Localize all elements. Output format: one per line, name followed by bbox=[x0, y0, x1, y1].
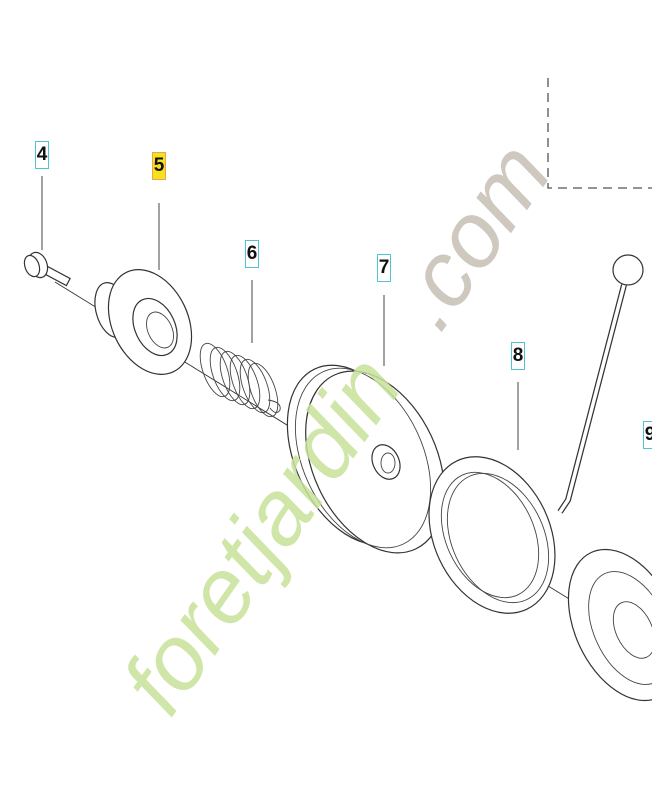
starter-rope[interactable] bbox=[557, 254, 644, 514]
callout-5[interactable]: 5 bbox=[152, 152, 166, 180]
callout-9[interactable]: 9 bbox=[643, 421, 652, 449]
part-7-pulley[interactable] bbox=[260, 344, 471, 576]
part-9-housing[interactable] bbox=[546, 531, 652, 718]
callout-8[interactable]: 8 bbox=[511, 342, 525, 370]
part-8-rewind-spring[interactable] bbox=[405, 436, 579, 634]
callout-7[interactable]: 7 bbox=[377, 254, 391, 282]
watermark-logo: foretjardin .com bbox=[103, 125, 570, 732]
part-4-screw[interactable] bbox=[22, 250, 71, 287]
leader-lines bbox=[41, 176, 519, 450]
dashed-frame bbox=[547, 78, 652, 189]
part-6-spring[interactable] bbox=[194, 340, 284, 421]
callout-4[interactable]: 4 bbox=[35, 141, 49, 169]
callout-6[interactable]: 6 bbox=[245, 240, 259, 268]
part-5-hub[interactable] bbox=[89, 256, 207, 388]
watermark-grey: .com bbox=[372, 125, 570, 347]
